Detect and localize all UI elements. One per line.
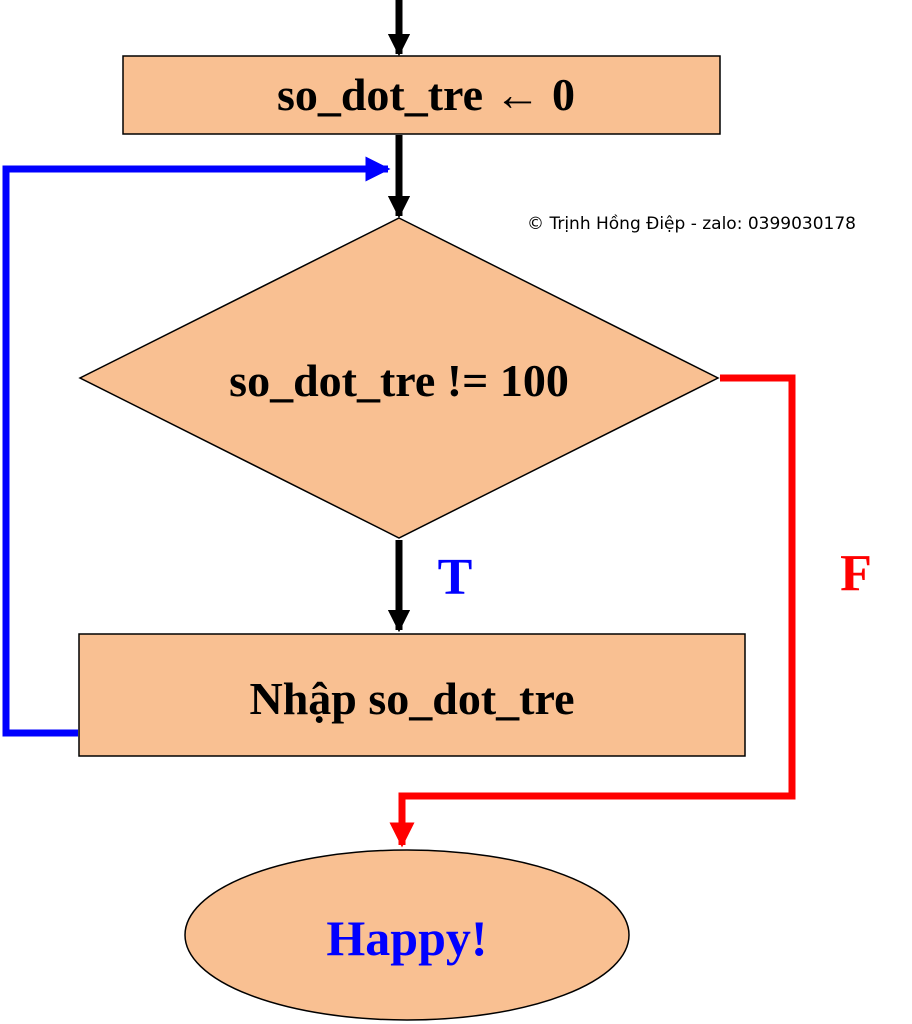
end-terminal-ellipse [184, 849, 630, 1021]
loop-back-connector [2, 156, 391, 737]
condition-decision-node: so_dot_tre != 100 [78, 217, 720, 539]
input-process-box [78, 633, 746, 757]
init-process-box [122, 55, 721, 135]
false-branch-label: F [840, 545, 872, 602]
false-branch-connector [389, 374, 796, 848]
condition-label: so_dot_tre != 100 [229, 355, 569, 406]
input-process-node: Nhập so_dot_tre [78, 633, 746, 757]
condition-diamond [78, 217, 720, 539]
init-process-label: so_dot_tre ← 0 [277, 69, 575, 120]
copyright-text: © Trịnh Hồng Điệp - zalo: 0399030178 [527, 213, 856, 234]
end-terminal-label: Happy! [326, 910, 487, 966]
init-process-node: so_dot_tre ← 0 [122, 55, 721, 135]
input-process-label: Nhập so_dot_tre [249, 673, 574, 724]
true-branch-label: T [438, 549, 473, 606]
end-terminal-node: Happy! [184, 849, 630, 1021]
